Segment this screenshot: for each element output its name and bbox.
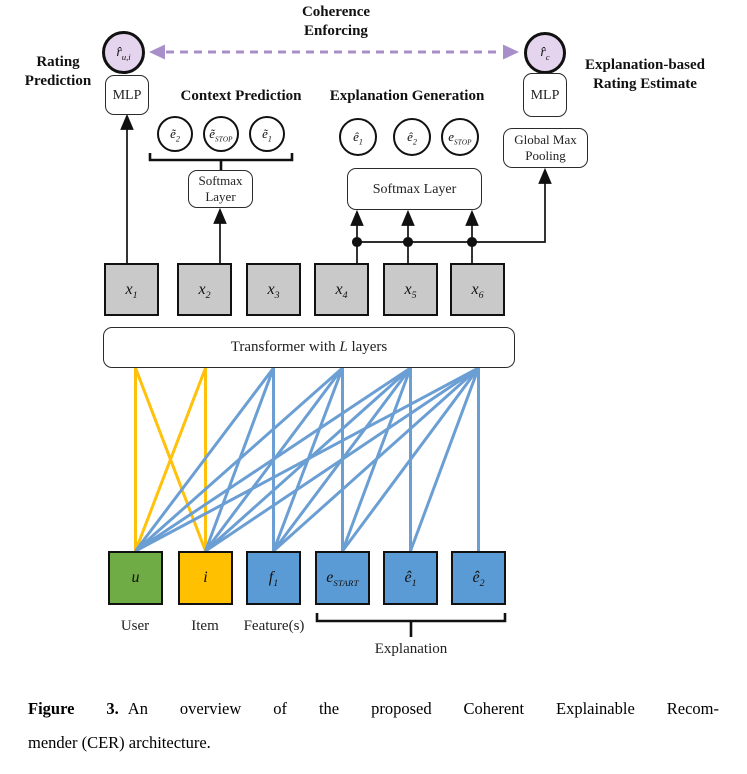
hidden-state-x4: x4 [314,263,369,316]
junction-line-to-pooling [357,182,546,243]
global-max-pooling-label: Global Max Pooling [514,132,577,163]
rating-circle-label: r̂u,i [116,44,131,62]
item-label: Item [191,618,219,634]
attention-edge-blue [409,367,480,552]
attention-edge-blue [134,367,275,552]
mlp-box-left: MLP [105,75,149,115]
junction-dot-2 [402,236,414,248]
rating-prediction-line1: Rating [36,54,80,70]
mlp-box-right: MLP [523,73,567,117]
softmax-layer-box-right: Softmax Layer [347,168,482,210]
arrowhead-x1-to-mlp [120,113,134,130]
input-token-estart: eSTART [315,551,370,605]
junction-dot-1 [351,236,363,248]
hidden-state-x6: x6 [450,263,505,316]
transformer-label: Transformer with L layers [230,339,388,355]
coherence-arrowhead-left [149,44,165,60]
caption-tag: Figure 3. [28,699,119,718]
coherence-line1: Coherence [301,4,371,20]
diagram-lines-layer [120,44,552,637]
coherence-enforcing-label: Coherence Enforcing [302,3,370,41]
junction-dot-3 [466,236,478,248]
attention-edge-blue [204,367,275,552]
features-label: Feature(s) [243,618,305,634]
black-arrows [120,113,552,263]
arrowhead-x5-to-softmax-right [401,209,415,226]
context-prediction-label: Context Prediction [180,88,302,104]
coherence-arrowhead-right [503,44,519,60]
explanation-bracket [315,613,507,637]
arrowhead-x6-to-softmax-right [465,209,479,226]
caption-line1: Figure 3.An overview of the proposed Coh… [28,699,719,718]
hidden-state-x2: x2 [177,263,232,316]
transformer-box: Transformer with L layers [103,327,515,368]
context-output-circle-1: ẽ2 [157,116,193,152]
figure-caption: Figure 3.An overview of the proposed Coh… [28,692,719,760]
input-token-user: u [108,551,163,605]
input-token-feature: f1 [246,551,301,605]
attention-edge-blue [272,367,344,552]
softmax-layer-box-left: Softmax Layer [188,170,253,208]
explanation-based-line2: Rating Estimate [593,76,697,92]
arrowhead-x2-to-softmax-left [213,207,227,224]
input-token-e2: ê2 [451,551,506,605]
arrowhead-x4-to-softmax-right [350,209,364,226]
rating-prediction-label: Rating Prediction [25,53,91,91]
explanation-generation-label: Explanation Generation [329,88,485,104]
explanation-output-circle-2: ê2 [393,118,431,156]
attention-edges [134,366,480,553]
hidden-state-x5: x5 [383,263,438,316]
context-output-circle-stop: ẽSTOP [203,116,239,152]
hidden-state-x3: x3 [246,263,301,316]
explanation-output-circle-stop: eSTOP [441,118,479,156]
explanation-output-circle-1: ê1 [339,118,377,156]
explanation-label: Explanation [374,641,448,657]
rating-estimate-circle: r̂c [524,32,566,74]
context-output-circle-2: ẽ1 [249,116,285,152]
rating-prediction-circle: r̂u,i [102,31,145,74]
explanation-based-line1: Explanation-based [584,57,706,73]
rating-estimate-circle-label: r̂c [540,45,550,62]
caption-line2: mender (CER) architecture. [28,733,211,752]
coherence-enforcing-arrow [149,44,519,60]
user-label: User [120,618,150,634]
hidden-state-x1: x1 [104,263,159,316]
arrowhead-to-pooling [538,167,552,184]
global-max-pooling-box: Global Max Pooling [503,128,588,168]
softmax-left-label: Softmax Layer [198,173,243,204]
coherence-line2: Enforcing [304,23,368,39]
input-token-item: i [178,551,233,605]
brackets [148,153,507,637]
rating-prediction-line2: Prediction [24,73,92,89]
context-outputs-bracket [148,153,294,170]
explanation-based-rating-label: Explanation-based Rating Estimate [585,56,705,94]
attention-edge-blue [341,367,412,552]
input-token-e1: ê1 [383,551,438,605]
